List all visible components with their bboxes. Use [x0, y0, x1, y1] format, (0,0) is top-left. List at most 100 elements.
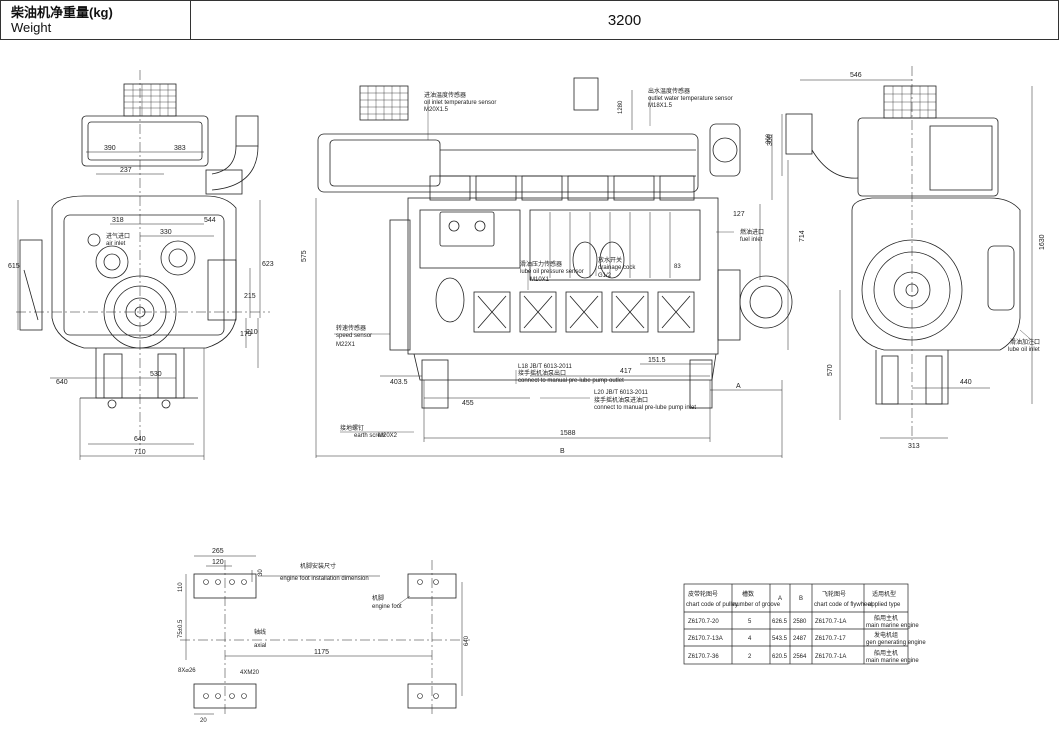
pulley-header-4-en: chart code of flywheel [814, 602, 872, 608]
foot-dim-0: 265 [212, 548, 224, 555]
pulley-cell: Z6170.7-36 [688, 654, 719, 660]
pulley-header-0-cn: 皮带轮图号 [688, 590, 718, 598]
type-cn-cell: 船用主机 [874, 614, 898, 622]
weight-label-cell: 柴油机净重量(kg) Weight [1, 1, 191, 39]
side-callout-5-en: drainage cock [598, 265, 636, 271]
side-exhaust-outlet [573, 77, 599, 111]
side-dim-2: 575 [301, 250, 308, 262]
pulley-table [683, 583, 909, 665]
side-callout-2-en: fuel inlet [740, 237, 763, 243]
b-cell: 2564 [793, 654, 807, 660]
pulley-header-5-en: applied type [868, 602, 901, 608]
side-callout-5-cn: 放水开关 [598, 256, 622, 264]
pulley-cell: Z6170.7-20 [688, 619, 719, 625]
pulley-cell: Z6170.7-13A [688, 636, 723, 642]
side-callout-3-en: speed sensor [336, 333, 372, 339]
a-cell: 626.5 [772, 619, 788, 625]
foot-plan-title-en: engine foot installation dimension [280, 576, 369, 582]
front-dim-9: 179 [240, 331, 252, 338]
foot-plan: 265 120 30 110 75±0.5 8X⌀26 4XM20 1175 6… [178, 548, 470, 724]
type-en-cell: gen generating engine [866, 640, 926, 646]
rear-dim-0: 546 [850, 72, 862, 79]
side-callout-5-spec: G1/2 [598, 273, 612, 279]
side-callout-7-en: connect to manual pre-lube pump inlet [594, 405, 696, 411]
side-dim-1: 300 [766, 133, 772, 144]
front-dim-13: 640 [134, 436, 146, 443]
pulley-table-rows: Z6170.7-20 5 626.5 2580 Z6170.7-1A 船用主机 … [688, 614, 926, 664]
groove-cell: 5 [748, 619, 752, 625]
foot-dim-2: 30 [258, 569, 264, 576]
front-dim-3: 318 [112, 217, 124, 224]
rear-callout-cn: 滑油加注口 [1010, 338, 1040, 346]
front-dim-2: 237 [120, 167, 132, 174]
weight-label-en: Weight [11, 20, 52, 35]
rear-dim-2: 1630 [1039, 234, 1046, 250]
side-dim-12: B [560, 448, 565, 455]
front-upper-housing [81, 115, 209, 167]
side-dim-10: 1588 [560, 430, 576, 437]
pulley-header-1-cn: 槽数 [742, 590, 754, 598]
foot-dim-5: 8X⌀26 [178, 668, 196, 674]
side-dim-8: 403.5 [390, 379, 408, 386]
side-callout-4-cn: 滑油压力传感器 [520, 260, 562, 268]
front-dim-8: 215 [244, 293, 256, 300]
front-dim-6: 615 [8, 263, 20, 270]
front-callout-en: air inlet [106, 241, 126, 247]
side-dim-3: 714 [799, 230, 806, 242]
flywheel-cell: Z6170.7-1A [815, 654, 846, 660]
side-callout-2-cn: 燃油进口 [740, 228, 764, 236]
side-callout-8-cn: 接地螺钉 [340, 424, 364, 432]
foot-dim-1: 120 [212, 559, 224, 566]
side-crankcase-doors [473, 291, 695, 333]
side-callout-0-spec: M20X1.5 [424, 107, 449, 113]
foot-plan-axis-en: axial [254, 643, 266, 649]
side-dim-0: 1280 [618, 100, 624, 114]
rear-main-body [851, 197, 1021, 351]
weight-header: 柴油机净重量(kg) Weight 3200 [0, 0, 1059, 40]
side-dim-9: 455 [462, 400, 474, 407]
side-callout-4-spec: M10X1 [530, 277, 550, 283]
foot-dim-7: 1175 [314, 649, 329, 656]
front-dim-10: 210 [246, 329, 258, 336]
side-callout-8-spec: M20X2 [378, 433, 398, 439]
pulley-header-1-en: number of groove [733, 602, 781, 608]
side-dim-5: 83 [674, 264, 681, 270]
side-callout-7-spec: L20 JB/T 6013-2011 [594, 390, 648, 396]
front-dim-0: 390 [104, 145, 116, 152]
front-dim-12: 530 [150, 371, 162, 378]
foot-plan-foot-cn: 机脚 [372, 594, 384, 602]
front-dim-7: 623 [262, 261, 274, 268]
side-dim-6: 151.5 [648, 357, 666, 364]
table-row: Z6170.7-36 2 620.5 2564 Z6170.7-1A 船用主机 … [688, 649, 919, 664]
front-exhaust-elbow [235, 115, 259, 147]
pulley-header-4-cn: 飞轮图号 [822, 590, 846, 598]
pulley-header-0-en: chart code of pulley [686, 602, 738, 608]
type-en-cell: main marine engine [866, 623, 919, 629]
pulley-header-3-cn: B [799, 596, 803, 602]
flywheel-cell: Z6170.7-1A [815, 619, 846, 625]
side-dim-7: 417 [620, 368, 632, 375]
type-en-cell: main marine engine [866, 658, 919, 664]
side-dim-4: 127 [733, 211, 745, 218]
side-callout-6-en: connect to manual pre-lube pump outlet [518, 378, 624, 384]
weight-label-cn: 柴油机净重量(kg) [11, 5, 113, 20]
front-dim-1: 383 [174, 145, 186, 152]
side-callout-6-cn: 接手摇机油泵出口 [518, 369, 566, 377]
front-view: 390 383 237 318 544 330 615 623 215 179 … [8, 70, 274, 460]
side-callout-3-spec: M22X1 [336, 342, 356, 348]
rear-dim-3: 570 [827, 364, 834, 376]
foot-dim-6: 4XM20 [240, 670, 260, 676]
rear-dim-1: 300 [767, 134, 774, 146]
foot-dim-8: 640 [464, 635, 470, 646]
side-callout-0-en: oil inlet temperature sensor [424, 100, 496, 106]
flywheel-cell: Z6170.7-17 [815, 636, 846, 642]
rear-callout-en: lube oil inlet [1008, 347, 1040, 353]
side-cylinder-heads [429, 175, 695, 201]
rear-view: 546 300 1630 570 440 313 滑油加注口 lube oil … [767, 66, 1046, 450]
groove-cell: 2 [748, 654, 752, 660]
side-callout-0-cn: 进油温度传感器 [424, 91, 466, 99]
foot-plan-axis-cn: 轴线 [254, 628, 266, 636]
a-cell: 620.5 [772, 654, 788, 660]
pulley-header-2-cn: A [778, 596, 782, 602]
foot-dim-4: 75±0.5 [178, 619, 184, 638]
